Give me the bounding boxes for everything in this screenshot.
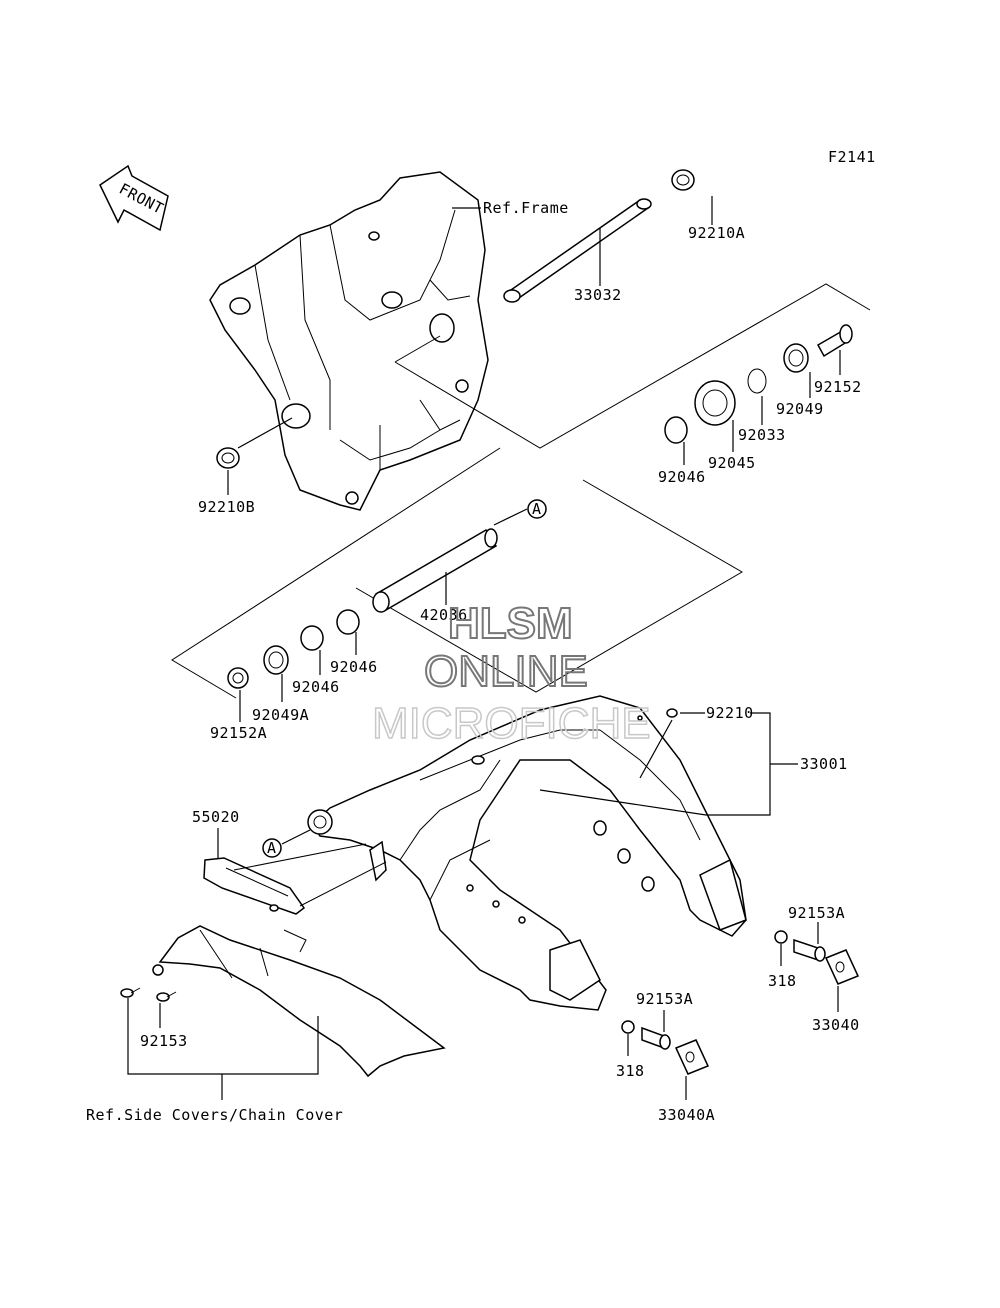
seal-92152A	[227, 667, 249, 689]
nut-318-right	[774, 930, 788, 944]
plate-33040A	[674, 1039, 710, 1075]
part-label-33040: 33040	[812, 1016, 860, 1034]
circlip-92033	[747, 368, 767, 394]
watermark: HLSM ONLINE MICROFICHE	[371, 598, 651, 749]
ref-side-covers-label: Ref.Side Covers/Chain Cover	[86, 1106, 343, 1124]
chain-cover-ref	[152, 925, 446, 1078]
bolt-92153A-right	[793, 938, 826, 962]
part-label-33032: 33032	[574, 286, 622, 304]
part-label-92046-a: 92046	[330, 658, 378, 676]
part-label-33001: 33001	[800, 755, 848, 773]
callout-a-top: A	[527, 499, 547, 519]
plate-33040	[824, 949, 860, 985]
part-label-92153A-low: 92153A	[636, 990, 693, 1008]
screw-92153-b	[156, 991, 177, 1002]
bolt-92153A-low	[641, 1026, 671, 1050]
nut-318-low	[621, 1020, 635, 1034]
part-label-55020: 55020	[192, 808, 240, 826]
part-label-92049: 92049	[776, 400, 824, 418]
part-label-92210B: 92210B	[198, 498, 255, 516]
bearing-92046-b	[300, 625, 324, 651]
part-label-92046-b: 92046	[292, 678, 340, 696]
svg-text:MICROFICHE: MICROFICHE	[372, 699, 651, 748]
part-label-92033: 92033	[738, 426, 786, 444]
bearing-92046-top	[664, 416, 688, 444]
part-label-92152A: 92152A	[210, 724, 267, 742]
bearing-92045	[694, 380, 736, 426]
part-label-92152: 92152	[814, 378, 862, 396]
part-label-92210: 92210	[706, 704, 754, 722]
callout-a-text-low: A	[267, 839, 277, 857]
part-label-92153A-right: 92153A	[788, 904, 845, 922]
part-label-92049A: 92049A	[252, 706, 309, 724]
chain-guard-55020	[203, 857, 306, 915]
figure-code: F2141	[828, 148, 876, 166]
part-label-42036: 42036	[420, 606, 468, 624]
part-label-33040A: 33040A	[658, 1106, 715, 1124]
callout-a-low: A	[262, 838, 282, 858]
front-arrow-icon: FRONT	[99, 164, 169, 232]
nut-92210A	[671, 169, 695, 191]
bearing-92046-a	[336, 609, 360, 635]
part-label-318-low: 318	[616, 1062, 645, 1080]
callout-a-text-top: A	[532, 500, 542, 518]
svg-text:HLSM: HLSM	[448, 599, 573, 648]
svg-text:ONLINE: ONLINE	[424, 647, 588, 696]
part-label-92045: 92045	[708, 454, 756, 472]
collar-92049	[783, 343, 809, 373]
collar-92049A	[263, 645, 289, 675]
part-label-92153: 92153	[140, 1032, 188, 1050]
ref-frame-label: Ref.Frame	[483, 199, 569, 217]
frame-drawing	[209, 171, 489, 511]
screw-92153-a	[120, 987, 141, 998]
pivot-shaft	[503, 198, 652, 303]
part-label-318-right: 318	[768, 972, 797, 990]
part-label-92046-top: 92046	[658, 468, 706, 486]
sleeve-42036	[372, 528, 498, 613]
part-label-92210A: 92210A	[688, 224, 745, 242]
seal-92152	[816, 324, 853, 358]
nut-92210B	[216, 447, 240, 469]
swingarm-33001	[307, 695, 747, 1011]
plug-92210	[666, 708, 678, 718]
